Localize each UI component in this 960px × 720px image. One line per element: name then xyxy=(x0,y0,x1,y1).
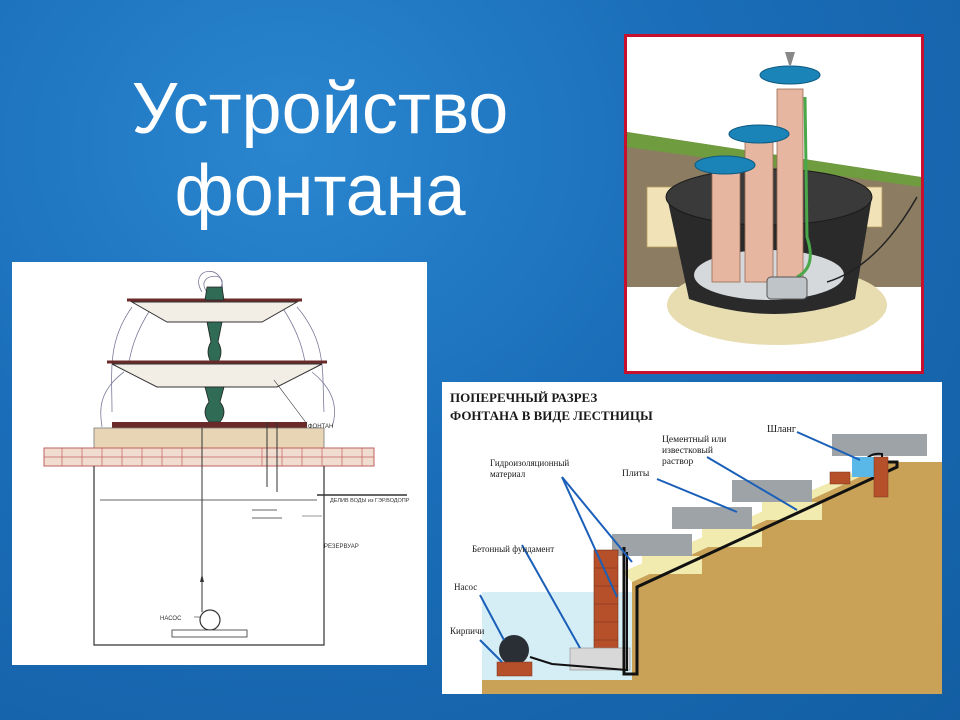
slab-2 xyxy=(672,507,752,529)
label-fountain: ФОНТАН xyxy=(308,424,333,430)
title-line-1: Устройство xyxy=(131,69,509,149)
hose xyxy=(796,96,812,279)
label-water-inlet: ДЕЛИВ ВОДЫ из ГЭР.ВОДОПР xyxy=(330,498,410,504)
label-waterproof-2: материал xyxy=(490,469,526,479)
label-mortar-2: известковый xyxy=(662,445,713,456)
grass xyxy=(627,132,921,187)
base-plate xyxy=(112,422,307,428)
fountain-cross-section-drawing: ФОНТАН ДЕЛИВ ВОДЫ из ГЭР.ВОДОПР РЕЗЕРВУА… xyxy=(12,262,427,665)
lower-stem xyxy=(204,386,225,423)
stair-heading-line-1: ПОПЕРЕЧНЫЙ РАЗРЕЗ xyxy=(450,390,597,405)
label-reservoir: РЕЗЕРВУАР xyxy=(324,544,359,550)
reservoir-walls xyxy=(93,466,325,646)
column-middle xyxy=(744,136,774,283)
pump-bricks xyxy=(496,661,533,677)
brick-joints xyxy=(44,448,374,466)
earth-slope xyxy=(632,462,942,694)
stair-heading-line-2: ФОНТАНА В ВИДЕ ЛЕСТНИЦЫ xyxy=(450,408,653,423)
upper-stem xyxy=(206,321,223,363)
slab-1 xyxy=(612,534,692,556)
concrete-foundation xyxy=(569,647,631,671)
label-foundation: Бетонный фундамент xyxy=(472,544,554,554)
title-line-2: фонтана xyxy=(174,151,466,231)
slab-3 xyxy=(732,480,812,502)
label-bricks: Кирпичи xyxy=(450,626,484,636)
pump-symbol xyxy=(199,609,221,631)
label-hose: Шланг xyxy=(767,424,796,435)
stair-fountain-section: ПОПЕРЕЧНЫЙ РАЗРЕЗ ФОНТАНА В ВИДЕ ЛЕСТНИЦ… xyxy=(442,382,942,694)
middle-bowl xyxy=(107,360,327,388)
slide-title: Устройство фонтана xyxy=(110,68,530,232)
slab-top xyxy=(832,434,927,456)
fountain-illustration xyxy=(624,34,924,374)
fountain-illustration-svg xyxy=(627,37,921,371)
leader-lines xyxy=(479,431,861,663)
pump xyxy=(766,276,808,300)
waterproof-liner xyxy=(622,460,899,676)
pump xyxy=(499,635,529,665)
column-right xyxy=(776,88,804,280)
label-pump: Насос xyxy=(454,582,477,592)
top-bowl xyxy=(127,286,302,323)
bowl-top xyxy=(759,65,821,85)
fountain-drawing-svg: ФОНТАН ДЕЛИВ ВОДЫ из ГЭР.ВОДОПР РЕЗЕРВУА… xyxy=(43,270,410,646)
label-pump: НАСОС xyxy=(160,616,182,622)
label-waterproof-1: Гидроизоляционный xyxy=(490,458,569,468)
bowl-low xyxy=(694,155,756,175)
stair-section-svg: ПОПЕРЕЧНЫЙ РАЗРЕЗ ФОНТАНА В ВИДЕ ЛЕСТНИЦ… xyxy=(450,390,942,694)
bowl-mid xyxy=(728,124,790,144)
column-left xyxy=(711,166,741,283)
top-water xyxy=(852,457,874,477)
label-slabs: Плиты xyxy=(622,469,650,479)
label-mortar-1: Цементный или xyxy=(662,434,726,445)
water-spray-lines xyxy=(100,270,335,428)
power-cable xyxy=(826,196,918,283)
plinth xyxy=(93,427,325,449)
label-mortar-3: раствор xyxy=(662,457,694,467)
